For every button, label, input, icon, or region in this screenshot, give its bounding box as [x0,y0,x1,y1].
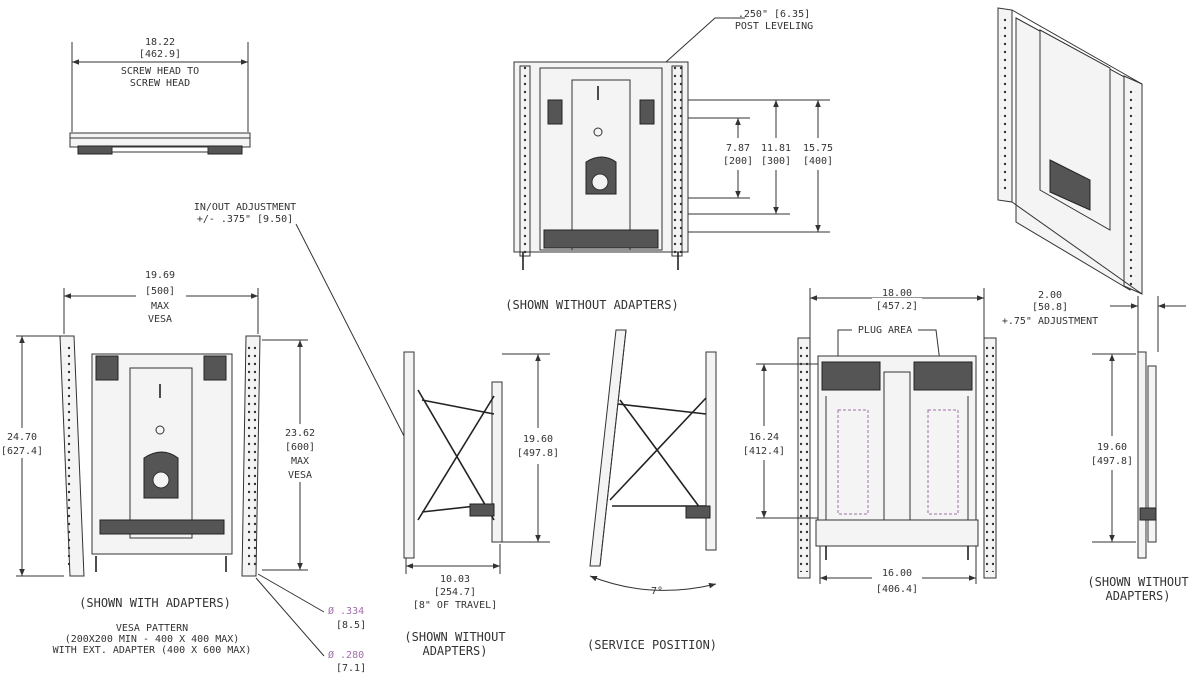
top-view-note-2: SCREW HEAD [130,78,190,89]
top-view-dim-mm: [462.9] [139,49,181,60]
top-view-dim: 18.22 [145,37,175,48]
rear-height-dim: 16.24 [749,432,779,443]
rear-width-dim: 18.00 [882,288,912,299]
hole-1-mm: [8.5] [336,620,366,631]
dim-a: 7.87 [726,143,750,154]
post-leveling-dim: .250" [6.35] [738,9,810,20]
hole-1: Ø .334 [328,605,364,617]
dim-b-mm: [300] [761,156,791,167]
hole-2: Ø .280 [328,649,364,661]
collapsed-depth-mm: [50.8] [1032,302,1068,313]
in-out-value: +/- .375" [9.50] [197,214,293,225]
side-depth-dim: 10.03 [440,574,470,585]
collapsed-height-mm: [497.8] [1091,456,1133,467]
rear-height-mm: [412.4] [743,446,785,457]
collapsed-adjust: +.75" ADJUSTMENT [1002,316,1098,327]
top-view: 18.22 [462.9] SCREW HEAD TO SCREW HEAD [69,37,251,155]
service-angle: 7° [651,586,663,597]
service-position-view: 7° (SERVICE POSITION) [587,329,717,652]
side-depth-mm: [254.7] [434,587,476,598]
rear-view: 18.00 [457.2] PLUG AREA 16.24 [412.4] [740,288,997,595]
rear-width-mm: [457.2] [876,301,918,312]
vesa-height-mm: [600] [285,442,315,453]
side-caption-2: ADAPTERS) [422,644,487,658]
side-view-extended: 19.60 [497.8] 10.03 [254.7] [8" OF TRAVE… [403,351,560,658]
vesa-pattern-3: WITH EXT. ADAPTER (400 X 600 MAX) [53,645,252,656]
dim-c-mm: [400] [803,156,833,167]
side-caption-1: (SHOWN WITHOUT [404,630,505,644]
top-view-note-1: SCREW HEAD TO [121,66,199,77]
rear-bottom-dim: 16.00 [882,568,912,579]
vesa-height-dim: 23.62 [285,428,315,439]
post-leveling-label: POST LEVELING [735,21,813,32]
front-view-with-adapters: 19.69 [500] MAX VESA 24.70 [627.4] 23.62 [1,270,366,674]
rear-bottom-mm: [406.4] [876,584,918,595]
vesa-note-vesa: VESA [288,470,312,481]
height-dim: 24.70 [7,432,37,443]
vesa-note-max: MAX [291,456,309,467]
dim-a-mm: [200] [723,156,753,167]
vesa-pattern-2: (200X200 MIN - 400 X 400 MAX) [65,634,240,645]
vesa-pattern-1: VESA PATTERN [116,623,188,634]
width-dim-mm: [500] [145,286,175,297]
side-travel: [8" OF TRAVEL] [413,600,497,611]
collapsed-depth-dim: 2.00 [1038,290,1062,301]
height-dim-mm: [627.4] [1,446,43,457]
side-height-mm: [497.8] [517,448,559,459]
dim-c: 15.75 [803,143,833,154]
isometric-view [997,7,1143,295]
front-caption: (SHOWN WITH ADAPTERS) [79,596,231,610]
side-height-dim: 19.60 [523,434,553,445]
width-dim: 19.69 [145,270,175,281]
side-view-collapsed: 2.00 [50.8] +.75" ADJUSTMENT 19.60 [497.… [1002,290,1189,603]
plug-area-label: PLUG AREA [858,325,912,336]
collapsed-caption-2: ADAPTERS) [1105,589,1170,603]
in-out-label: IN/OUT ADJUSTMENT [194,202,296,213]
width-note-vesa: VESA [148,314,172,325]
hole-2-mm: [7.1] [336,663,366,674]
top-center-caption: (SHOWN WITHOUT ADAPTERS) [505,298,678,312]
service-caption: (SERVICE POSITION) [587,638,717,652]
width-note-max: MAX [151,301,169,312]
in-out-callout: IN/OUT ADJUSTMENT +/- .375" [9.50] [194,202,405,437]
collapsed-height-dim: 19.60 [1097,442,1127,453]
dim-b: 11.81 [761,143,791,154]
collapsed-caption-1: (SHOWN WITHOUT [1087,575,1188,589]
top-center-view: .250" [6.35] POST LEVELING 7.87 [200] 11… [505,9,836,312]
